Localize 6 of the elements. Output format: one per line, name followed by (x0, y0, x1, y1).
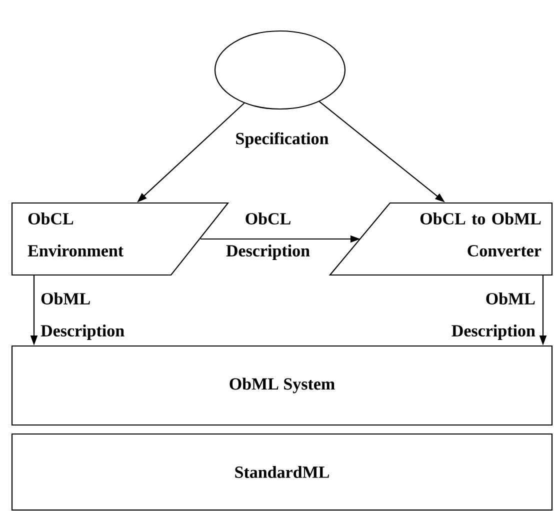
ellipse (214, 30, 346, 110)
edge-label: ObML Description (452, 292, 536, 340)
layer-box: ObML System (11, 345, 553, 426)
layer-box: StandardML (11, 433, 553, 511)
node-caption: Specification (236, 132, 328, 148)
edge-label: ObML Description (40, 292, 124, 340)
